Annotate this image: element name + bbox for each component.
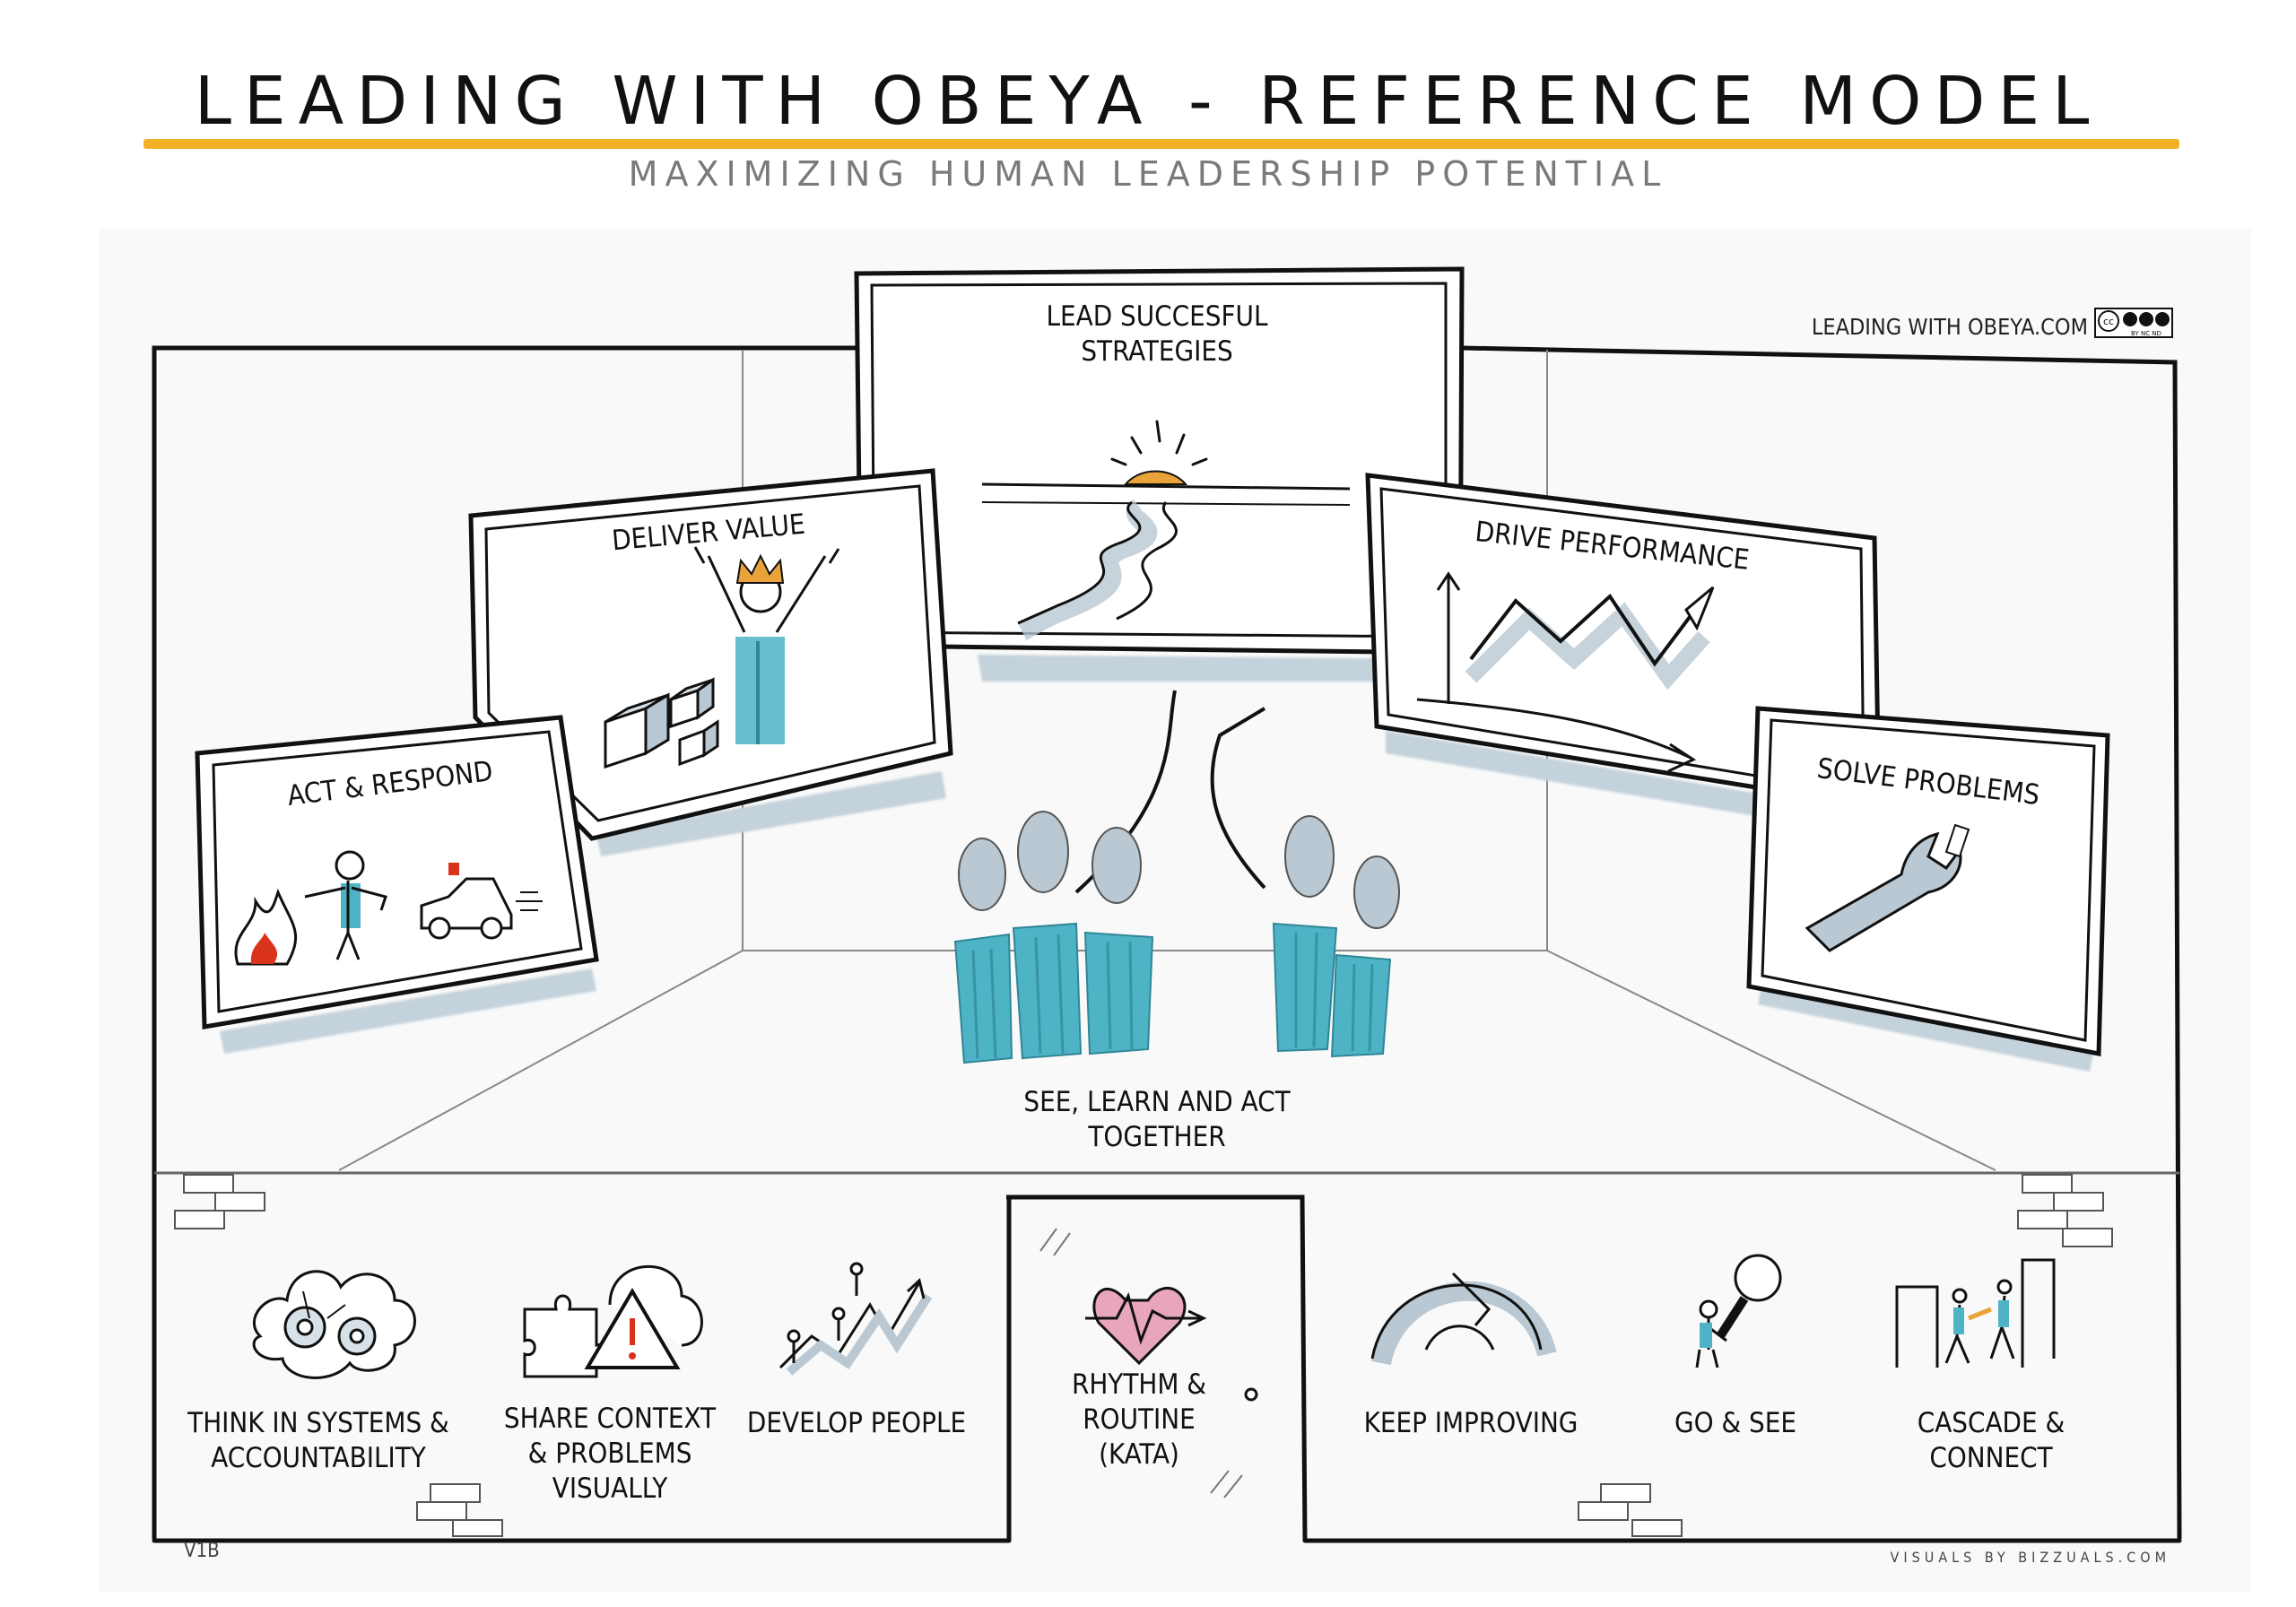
crown-icon — [735, 553, 785, 584]
screen-act-respond — [195, 715, 599, 1054]
improvement-cycle-icon — [1370, 1272, 1557, 1366]
label-systems-line-1: THINK IN SYSTEMS & — [187, 1407, 449, 1439]
version-label: V1B — [184, 1540, 220, 1562]
wrench-icon — [1805, 831, 1962, 952]
label-lead-line-2: STRATEGIES — [1081, 335, 1233, 368]
label-lead-line-1: LEAD SUCCESFUL — [1046, 300, 1268, 333]
heart-rhythm-icon — [1085, 1287, 1207, 1366]
label-rhythm-line-2: ROUTINE — [1083, 1403, 1196, 1436]
door-knob-icon — [1244, 1387, 1258, 1402]
screen-lead-strategies — [854, 266, 1465, 682]
label-share-line-1: SHARE CONTEXT — [503, 1403, 717, 1435]
credit-label: VISUALS BY BIZZUALS.COM — [1890, 1549, 2170, 1566]
label-go-see: GO & SEE — [1674, 1407, 1796, 1439]
doors-people-icon — [1895, 1258, 2056, 1368]
person-pointing-icon — [304, 850, 387, 960]
label-share-line-3: VISUALLY — [552, 1472, 668, 1505]
boxes-icon — [604, 677, 719, 769]
screen-deliver-value — [468, 468, 953, 856]
police-car-icon — [420, 863, 543, 940]
label-cascade-line-1: CASCADE & — [1917, 1407, 2066, 1439]
label-develop-people: DEVELOP PEOPLE — [746, 1407, 967, 1439]
puzzle-warning-icon — [523, 1265, 703, 1378]
door — [1006, 1194, 1308, 1542]
label-rhythm-line-1: RHYTHM & — [1071, 1368, 1207, 1401]
title-underline — [144, 139, 2179, 149]
people-climbing-icon — [778, 1262, 933, 1376]
fire-icon — [234, 888, 297, 966]
brick-patch-top-left — [174, 1174, 265, 1229]
label-rhythm-routine: RHYTHM & ROUTINE (KATA) — [1049, 1368, 1229, 1472]
label-systems-line-2: ACCOUNTABILITY — [211, 1442, 426, 1474]
magnifying-glass-person-icon — [1695, 1254, 1782, 1368]
label-share-context: SHARE CONTEXT & PROBLEMS VISUALLY — [502, 1402, 718, 1507]
gears-cloud-icon — [252, 1270, 416, 1379]
license-badge-text: BY NC ND — [2131, 330, 2161, 337]
website-label: LEADING WITH OBEYA.COM — [1811, 314, 2088, 340]
svg-text:cc: cc — [2103, 316, 2114, 327]
room-outline — [152, 345, 2182, 1543]
label-keep-improving: KEEP IMPROVING — [1363, 1407, 1578, 1439]
label-center-line-1: SEE, LEARN AND ACT — [1023, 1086, 1291, 1118]
label-lead-strategies: LEAD SUCCESFUL STRATEGIES — [1013, 300, 1300, 369]
label-cascade-connect: CASCADE & CONNECT — [1892, 1406, 2090, 1476]
creative-commons-badge-icon: cc BY NC ND — [2094, 308, 2173, 338]
label-rhythm-line-3: (KATA) — [1099, 1438, 1179, 1471]
label-share-line-2: & PROBLEMS — [527, 1438, 692, 1470]
growth-chart-icon — [1469, 590, 1710, 667]
screen-drive-performance — [1365, 473, 1882, 834]
page-subtitle: MAXIMIZING HUMAN LEADERSHIP POTENTIAL — [628, 154, 1668, 194]
brick-patch-bottom-right — [1578, 1483, 1683, 1537]
label-think-systems: THINK IN SYSTEMS & ACCOUNTABILITY — [184, 1406, 453, 1476]
screen-solve-problems — [1746, 706, 2110, 1072]
page-title: LEADING WITH OBEYA - REFERENCE MODEL — [194, 63, 2102, 140]
winding-road-icon — [1017, 500, 1178, 625]
brick-patch-bottom-left — [416, 1483, 503, 1537]
axes-arrow-icon — [1416, 571, 1697, 773]
team-people-icon — [953, 690, 1400, 1064]
sun-icon — [1123, 470, 1188, 485]
label-center-line-2: TOGETHER — [1088, 1121, 1226, 1153]
label-center-together: SEE, LEARN AND ACT TOGETHER — [1013, 1085, 1300, 1155]
brick-patch-top-right — [2017, 1174, 2113, 1247]
label-cascade-line-2: CONNECT — [1929, 1442, 2053, 1474]
